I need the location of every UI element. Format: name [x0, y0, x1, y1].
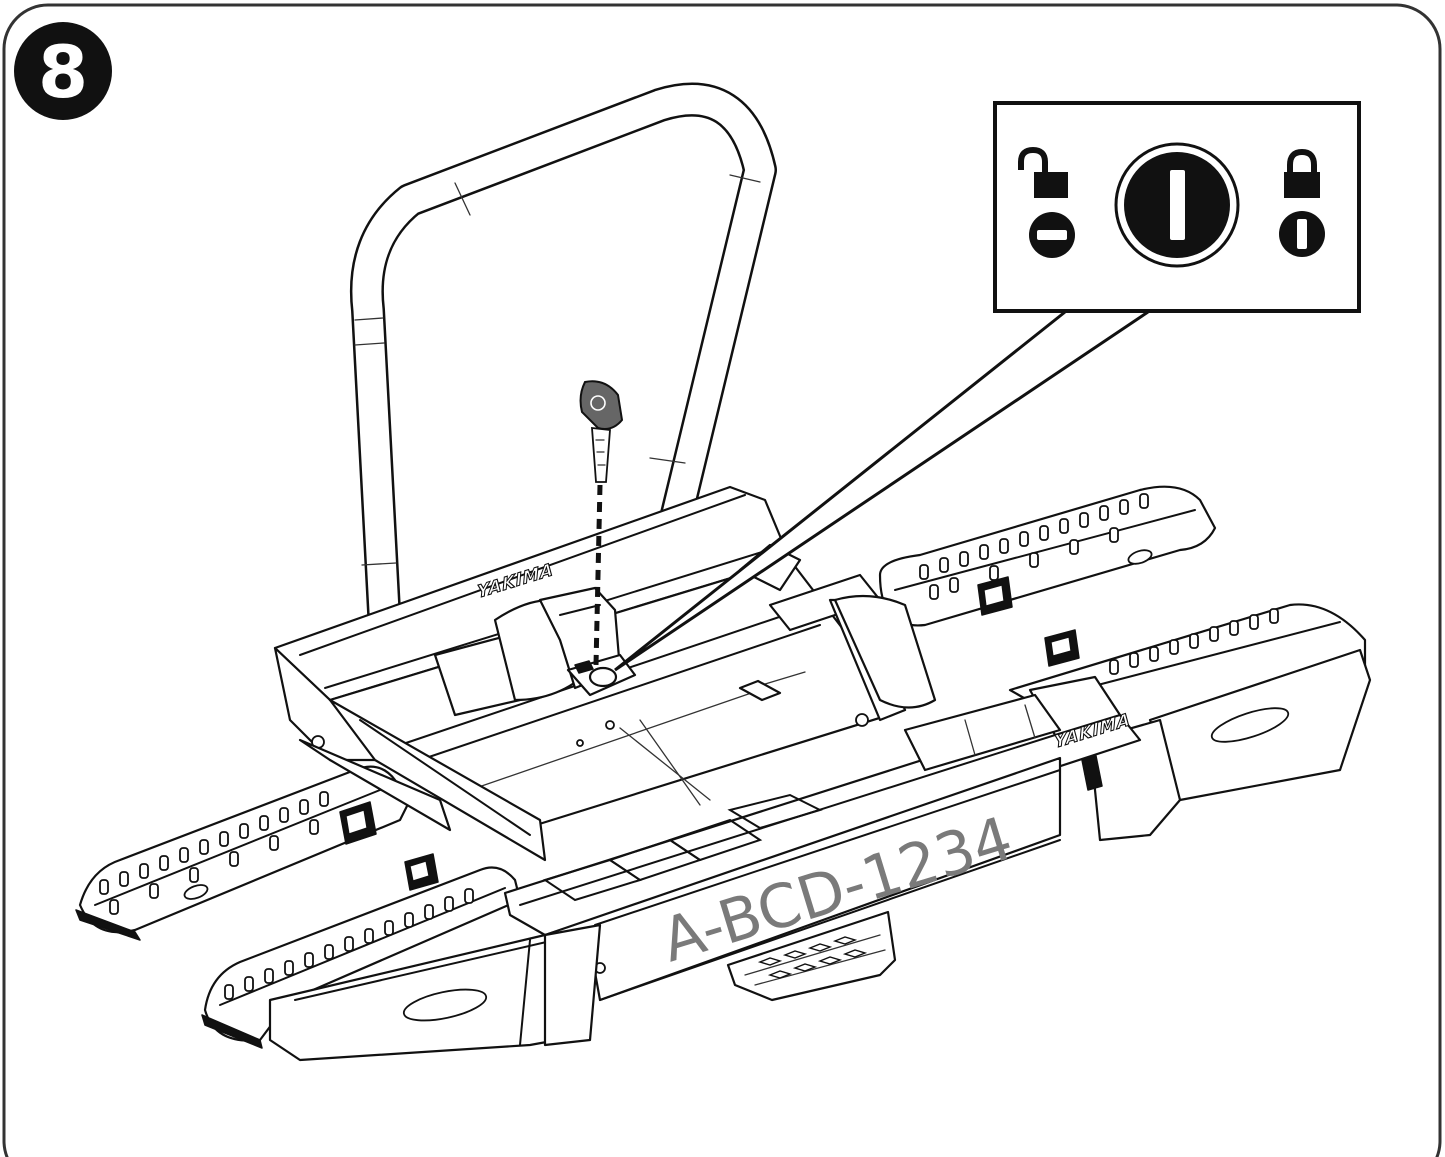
locked-padlock-icon — [1284, 148, 1320, 198]
horizontal-slot-indicator-icon — [1029, 212, 1075, 258]
hitch-step — [726, 910, 897, 1002]
lock-detail-callout — [614, 101, 1361, 672]
bike-rack: YAKIMA — [75, 82, 1372, 1062]
step-badge-circle — [14, 22, 112, 120]
lock-assembly — [433, 586, 637, 717]
key-icon — [579, 380, 624, 483]
rear-crossbar: YAKIMA — [273, 485, 792, 702]
wheel-tray-right-upper — [833, 485, 1217, 709]
step-badge: 8 — [14, 22, 112, 120]
vertical-slot-indicator-icon — [1279, 211, 1325, 257]
lock-cylinder-vertical-slot-icon — [1114, 142, 1240, 268]
wheel-tray-left-upper — [75, 765, 412, 941]
callout-pointer — [614, 310, 1149, 672]
front-light-bar: YAKIMA — [503, 675, 1142, 937]
key-insertion-guide — [593, 484, 603, 666]
key — [579, 380, 624, 666]
tail-light-left — [268, 923, 602, 1062]
step-number: 8 — [38, 30, 88, 114]
lock-cylinder-on-rack — [588, 666, 618, 688]
hoop-frame — [349, 82, 777, 647]
unlocked-padlock-icon — [1018, 146, 1068, 198]
